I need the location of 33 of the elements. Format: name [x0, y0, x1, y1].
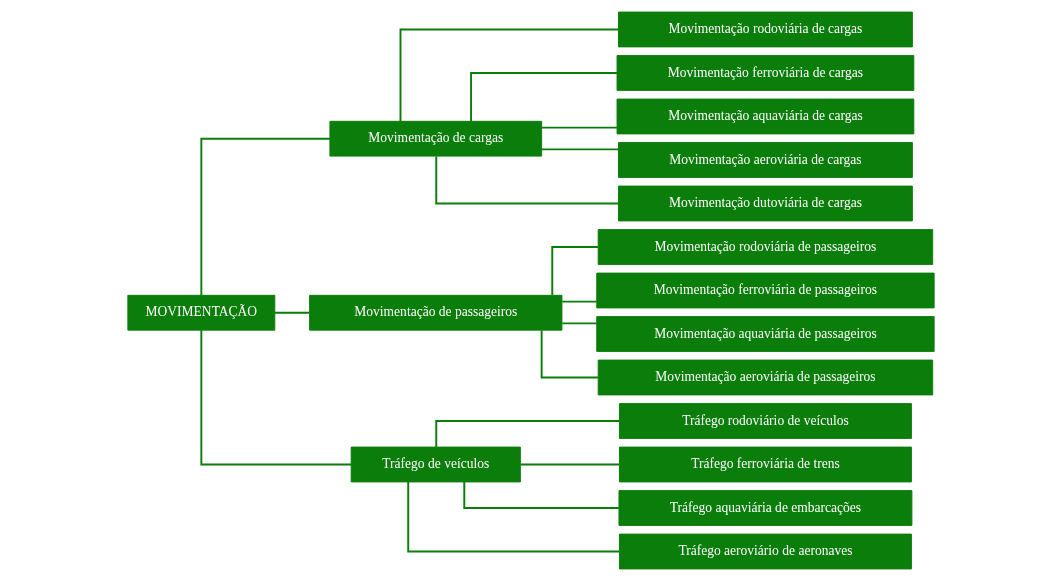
- node-box: Movimentação rodoviária de passageiros: [597, 229, 934, 265]
- connector: [399, 28, 620, 123]
- connector: [551, 246, 599, 297]
- connector: [407, 481, 621, 553]
- connector: [435, 155, 620, 205]
- node-box: MOVIMENTAÇÃO: [127, 294, 276, 331]
- node-box: Tráfego aeroviário de aeronaves: [618, 533, 912, 570]
- node-box: Movimentação ferroviária de cargas: [616, 55, 915, 91]
- node-box: Movimentação aquaviária de cargas: [616, 98, 915, 135]
- connector: [540, 329, 600, 379]
- connector: [200, 137, 331, 297]
- connector: [519, 463, 621, 466]
- node-box: Tráfego de veículos: [350, 446, 521, 483]
- connector: [561, 300, 598, 303]
- node-box: Movimentação aquaviária de passageiros: [596, 316, 935, 352]
- node-box: Movimentação ferroviária de passageiros: [596, 272, 935, 309]
- connector: [200, 329, 353, 466]
- node-box: Movimentação de cargas: [329, 120, 543, 157]
- connector: [463, 481, 620, 509]
- node-box: Movimentação aeroviária de passageiros: [597, 359, 934, 396]
- node-box: Tráfego aquaviária de embarcações: [618, 490, 913, 526]
- node-box: Tráfego ferroviária de trens: [618, 446, 912, 483]
- node-box: Movimentação dutoviária de cargas: [618, 185, 913, 222]
- node-box: Movimentação aeroviária de cargas: [618, 142, 913, 178]
- connector: [435, 420, 621, 449]
- node-box: Movimentação rodoviária de cargas: [618, 11, 913, 48]
- node-box: Tráfego rodoviário de veículos: [618, 403, 912, 439]
- connector: [561, 322, 598, 325]
- node-box: Movimentação de passageiros: [309, 294, 563, 331]
- connector: [540, 148, 620, 151]
- connector: [470, 72, 618, 123]
- connector: [273, 311, 311, 314]
- connector: [540, 126, 618, 129]
